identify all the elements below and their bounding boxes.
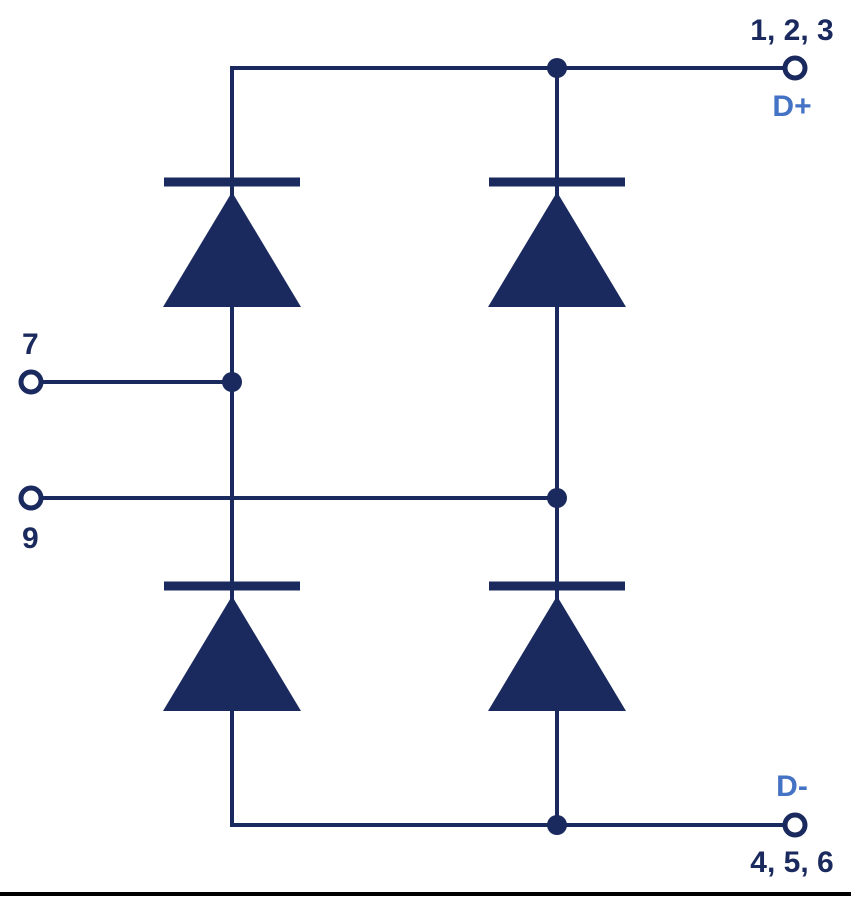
terminal-7 [18, 369, 44, 395]
diode-top-right [488, 177, 626, 307]
junction-dot-top [547, 58, 567, 78]
terminal-dplus [782, 55, 808, 81]
label-pins-bottom-right: 4, 5, 6 [750, 846, 833, 879]
junction-dot-terminal-9 [547, 488, 567, 508]
terminal-9 [18, 485, 44, 511]
label-pins-top-right: 1, 2, 3 [750, 14, 833, 47]
terminal-dminus [782, 812, 808, 838]
label-dminus: D- [776, 770, 808, 803]
diode-bottom-right [488, 581, 626, 711]
diode-anode-triangle [163, 596, 301, 711]
junction-dot-bottom [547, 815, 567, 835]
label-pin-9: 9 [22, 522, 39, 555]
diode-anode-triangle [488, 192, 626, 307]
label-dplus: D+ [772, 90, 811, 123]
diode-bottom-left [163, 581, 301, 711]
junction-dot-terminal-7 [222, 372, 242, 392]
diode-anode-triangle [488, 596, 626, 711]
diode-anode-triangle [163, 192, 301, 307]
diode-top-left [163, 177, 301, 307]
label-pin-7: 7 [22, 328, 39, 361]
